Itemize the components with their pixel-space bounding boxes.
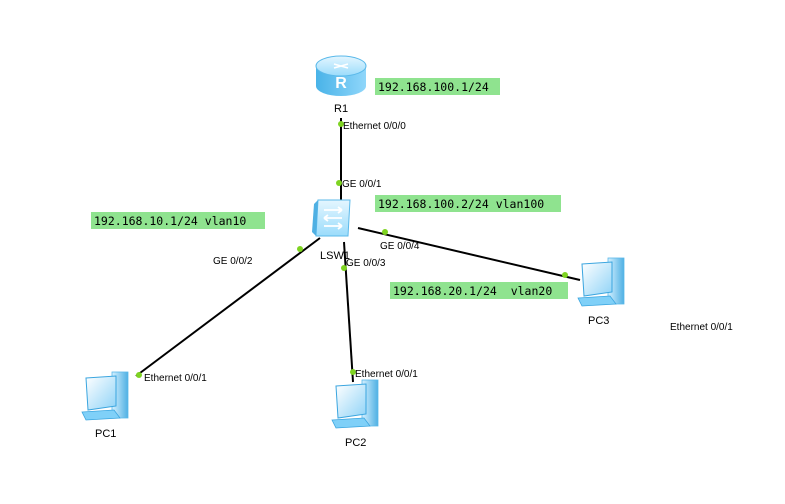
device-label-r1: R1: [334, 103, 348, 115]
link-lsw1-pc1: [135, 237, 321, 377]
port-dot-pc3-eth: [562, 272, 568, 278]
device-label-pc3: PC3: [588, 315, 609, 327]
port-label-r1-eth: Ethernet 0/0/0: [343, 121, 406, 132]
port-dot-r1-eth: [338, 121, 344, 127]
port-label-sw-ge4: GE 0/0/4: [380, 241, 420, 252]
pc-icon[interactable]: [331, 379, 379, 429]
device-label-pc2: PC2: [345, 437, 366, 449]
ip-text-pc3: 192.168.20.1/24 vlan20: [393, 284, 552, 298]
ip-text-r1: 192.168.100.1/24: [378, 80, 489, 94]
link-lsw1-pc2: [343, 241, 354, 383]
port-label-sw-ge1: GE 0/0/1: [342, 179, 382, 190]
pc-icon[interactable]: [81, 371, 129, 421]
device-label-lsw1: LSW1: [320, 250, 350, 262]
port-label-sw-ge2: GE 0/0/2: [213, 256, 253, 267]
port-dot-sw-ge1: [336, 180, 342, 186]
port-dot-sw-ge3: [341, 265, 347, 271]
ip-label-lsw1: 192.168.100.2/24 vlan100: [375, 195, 561, 212]
router-icon[interactable]: R: [315, 55, 367, 96]
port-label-pc3-eth: Ethernet 0/0/1: [670, 322, 733, 333]
pc-icon[interactable]: [577, 257, 625, 307]
ip-label-pc1: 192.168.10.1/24 vlan10: [91, 212, 265, 229]
port-label-pc2-eth: Ethernet 0/0/1: [355, 369, 418, 380]
switch-icon[interactable]: [312, 199, 351, 237]
port-label-pc1-eth: Ethernet 0/0/1: [144, 373, 207, 384]
port-dot-sw-ge4: [382, 229, 388, 235]
svg-text:R: R: [335, 75, 347, 92]
port-label-sw-ge3: GE 0/0/3: [346, 258, 386, 269]
ip-label-r1: 192.168.100.1/24: [375, 78, 500, 95]
ip-text-pc1: 192.168.10.1/24 vlan10: [94, 214, 246, 228]
port-dot-sw-ge2: [297, 246, 303, 252]
device-label-pc1: PC1: [95, 428, 116, 440]
ip-text-lsw1: 192.168.100.2/24 vlan100: [378, 197, 544, 211]
ip-label-pc3: 192.168.20.1/24 vlan20: [390, 282, 568, 299]
port-dot-pc1-eth: [136, 372, 142, 378]
link-lsw1-pc3: [357, 227, 581, 281]
port-dot-pc2-eth: [350, 369, 356, 375]
